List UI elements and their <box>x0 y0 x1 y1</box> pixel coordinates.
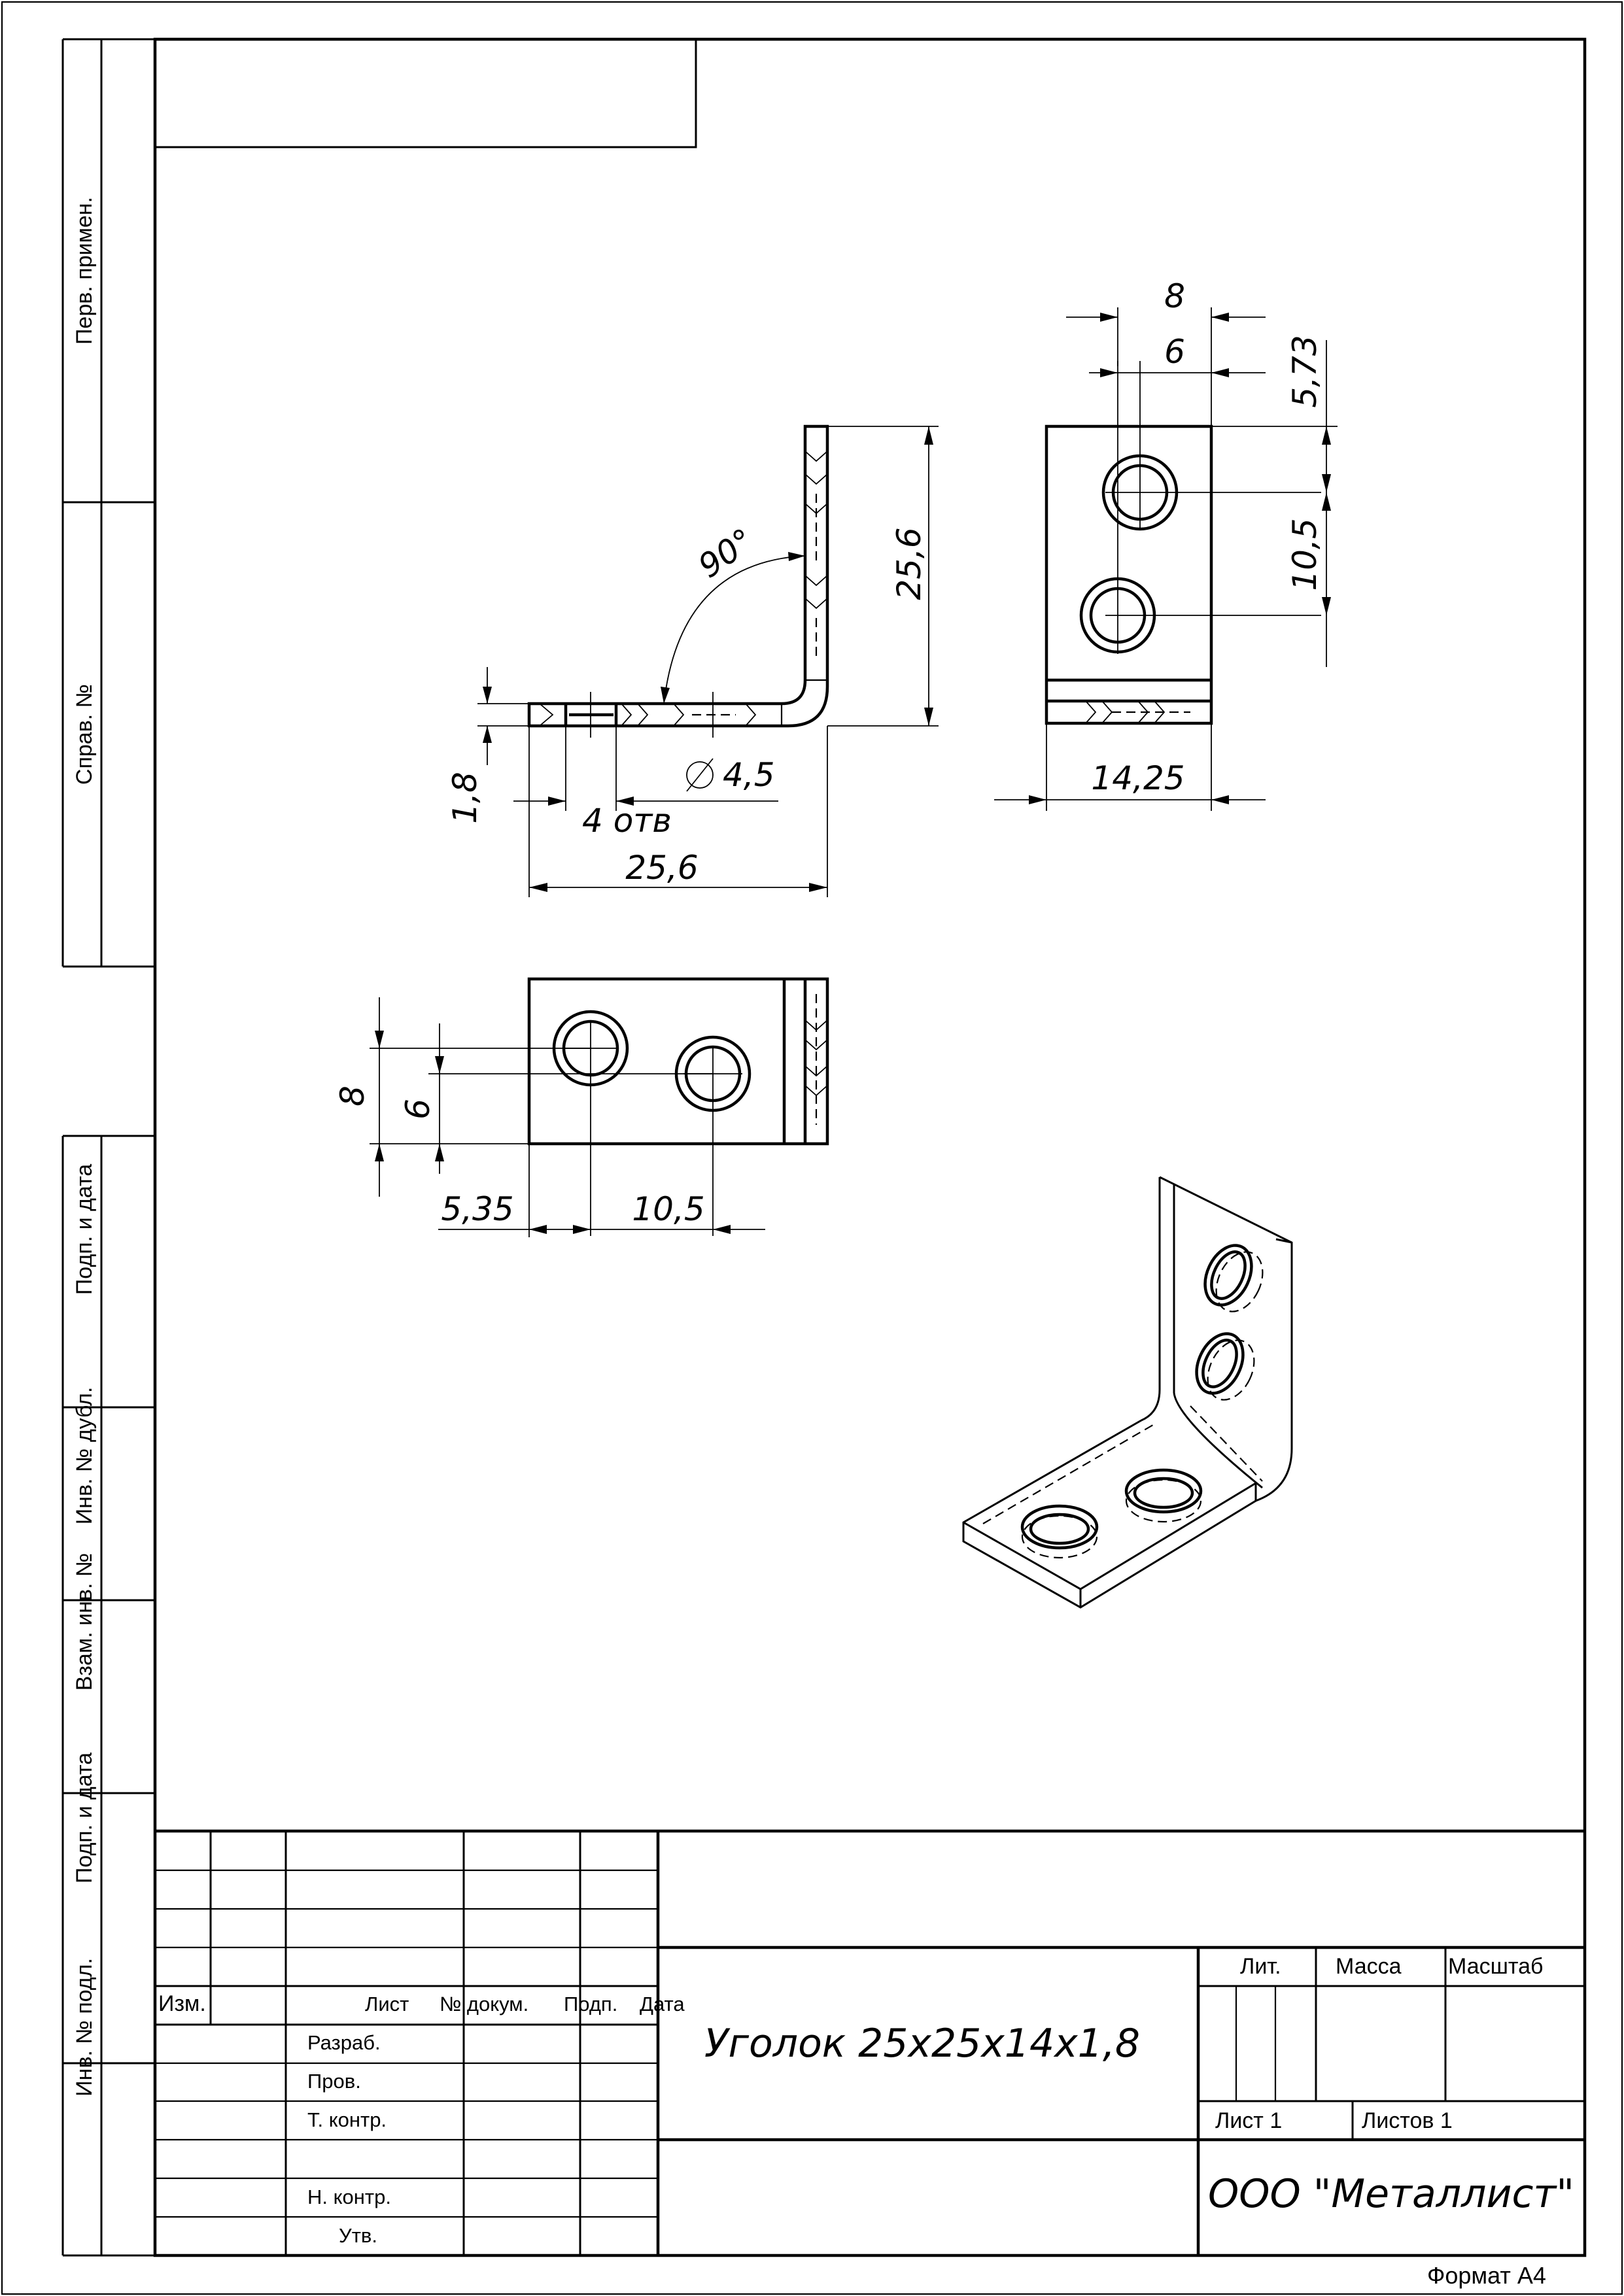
dim-side-w6: 6 <box>1164 333 1185 371</box>
tb-lit: Лит. <box>1240 1954 1281 1979</box>
tb-n-kontr: Н. контр. <box>307 2185 391 2208</box>
tb-sheets: Листов 1 <box>1362 2108 1453 2133</box>
format-label: Формат А4 <box>1427 2262 1546 2289</box>
dim-hole-dia: 4,5 <box>723 756 775 794</box>
label-vzam-inv: Взам. инв. № <box>72 1553 97 1691</box>
tb-massa: Масса <box>1336 1954 1402 1979</box>
tb-razrab: Разраб. <box>307 2031 381 2054</box>
drawing-title: Уголок 25х25х14х1,8 <box>704 2021 1140 2066</box>
tb-podp: Подп. <box>564 1993 617 2015</box>
label-sprav-no: Справ. № <box>72 684 97 785</box>
tb-list: Лист <box>365 1993 409 2015</box>
dim-side-pitch: 10,5 <box>1286 518 1324 591</box>
label-perv-primen: Перв. примен. <box>72 197 97 345</box>
dim-top-pitch: 10,5 <box>632 1190 704 1228</box>
dim-side-w8: 8 <box>1164 277 1185 315</box>
tb-utv: Утв. <box>339 2224 377 2247</box>
dim-top-x1: 5,35 <box>441 1190 513 1228</box>
dim-side-top: 5,73 <box>1286 335 1324 407</box>
main-frame <box>153 37 1587 2257</box>
tb-prov: Пров. <box>307 2070 361 2093</box>
label-inv-podl: Инв. № подл. <box>72 1958 97 2097</box>
dim-front-height: 25,6 <box>890 527 928 600</box>
tb-masshtab: Масштаб <box>1448 1954 1543 1979</box>
company-name: ООО "Металлист" <box>1208 2171 1574 2217</box>
top-view-dims <box>370 997 765 1237</box>
dim-angle: 90° <box>691 521 761 585</box>
tb-data: Дата <box>640 1993 685 2015</box>
tb-no-dokum: № докум. <box>440 1993 528 2015</box>
tb-t-kontr: Т. контр. <box>307 2108 387 2131</box>
front-view <box>527 424 829 738</box>
dim-side-width: 14,25 <box>1091 759 1184 797</box>
side-view <box>1045 361 1321 725</box>
dim-thickness: 1,8 <box>446 772 484 824</box>
tb-izm: Изм. <box>158 1991 206 2016</box>
dim-top-h6: 6 <box>399 1099 437 1120</box>
dim-front-width: 25,6 <box>625 849 698 887</box>
title-block <box>155 1829 1585 2255</box>
tb-sheet: Лист 1 <box>1215 2108 1282 2133</box>
label-podp-data-2: Подп. и дата <box>72 1753 97 1883</box>
dim-hole-count: 4 отв <box>582 802 672 840</box>
dim-top-h8: 8 <box>334 1086 371 1106</box>
left-strip <box>61 38 155 2257</box>
top-view <box>527 977 829 1236</box>
label-podp-data-1: Подп. и дата <box>72 1164 97 1295</box>
front-view-dims <box>477 426 939 897</box>
label-inv-dubl: Инв. № дубл. <box>72 1387 97 1525</box>
top-left-box <box>154 38 697 148</box>
isometric-view <box>962 1176 1293 1609</box>
side-view-dims <box>994 307 1338 811</box>
